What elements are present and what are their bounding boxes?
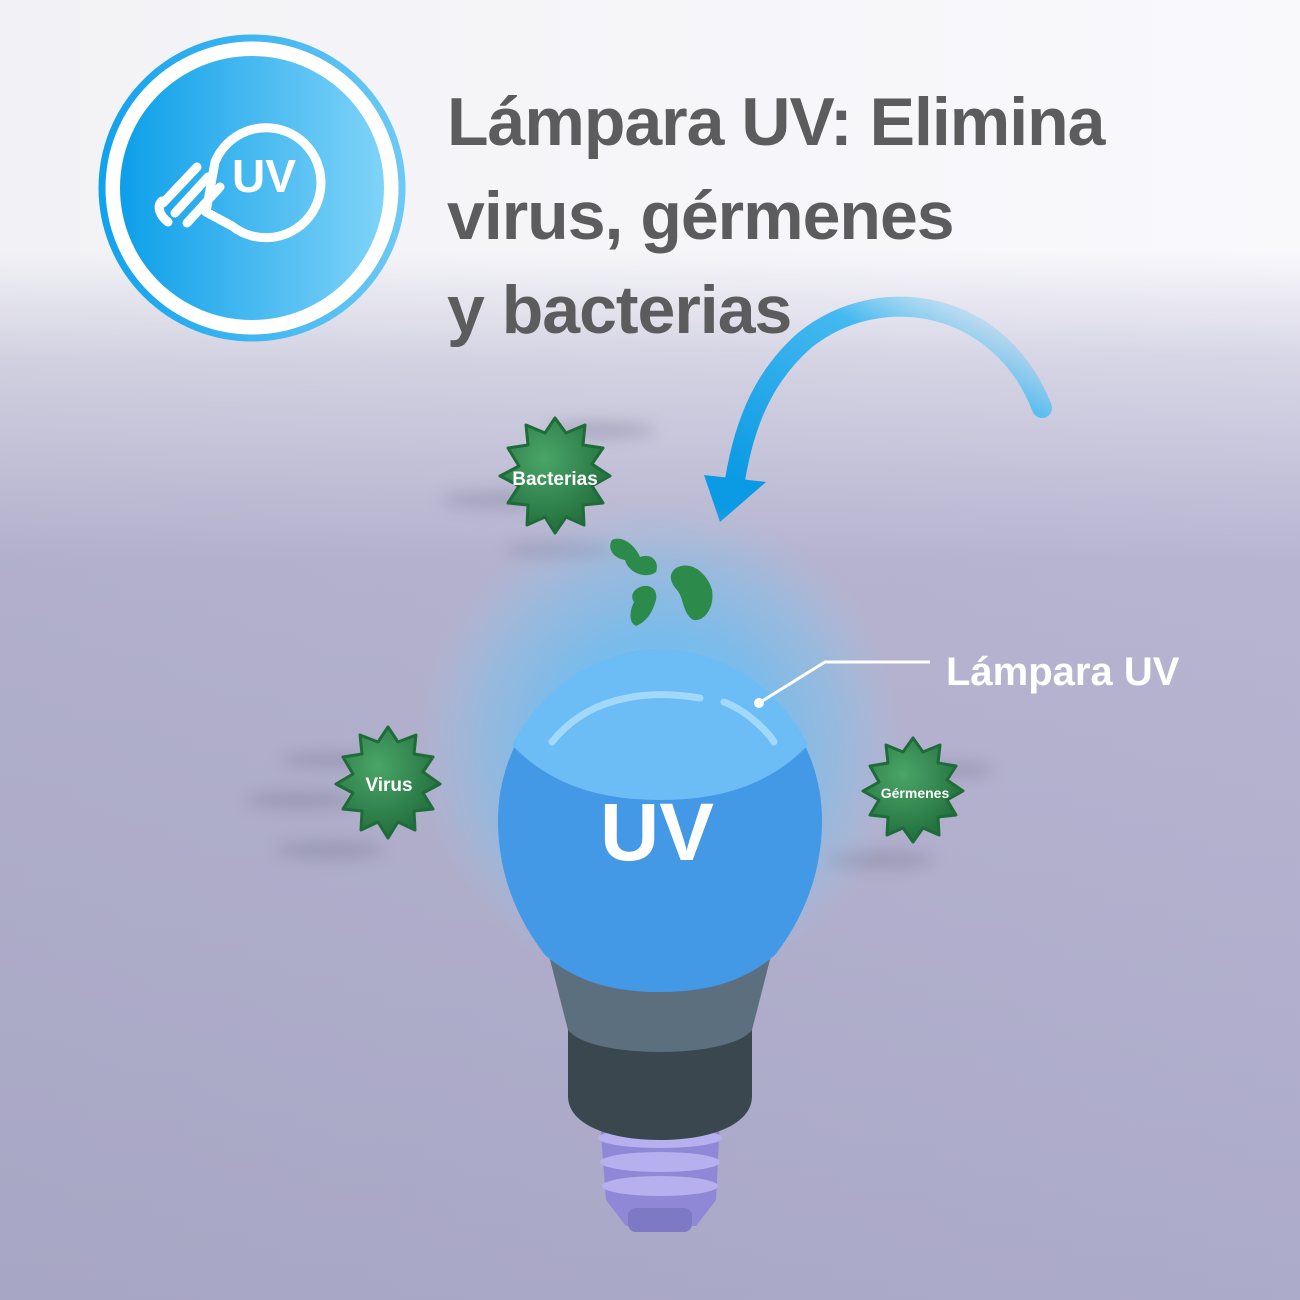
- lamp-callout: Lámpara UV: [754, 650, 1180, 708]
- microbe-fragments: [610, 538, 713, 626]
- callout-label: Lámpara UV: [946, 650, 1180, 694]
- title-line-3: y bacterias: [447, 272, 792, 348]
- curved-arrow: [704, 296, 1052, 522]
- badge-disc: [120, 56, 384, 320]
- uv-badge: UV: [98, 34, 406, 342]
- uv-bulb: UV: [498, 650, 822, 1232]
- bacterias-label: Bacterias: [512, 469, 598, 490]
- page-title: Lámpara UV: Elimina virus, gérmenes y ba…: [447, 75, 1267, 357]
- badge-uv-text: UV: [232, 150, 296, 202]
- virus-label: Virus: [365, 775, 412, 796]
- bacterias-microbe: Bacterias: [498, 416, 612, 535]
- bulb-collar-dark: [568, 1020, 752, 1140]
- title-line-1: Lámpara UV: Elimina: [447, 84, 1105, 160]
- germenes-label: Gérmenes: [881, 785, 950, 801]
- title-line-2: virus, gérmenes: [447, 178, 955, 254]
- bulb-glass-highlight: [512, 650, 808, 800]
- bulb-uv-text: UV: [600, 787, 714, 878]
- germenes-microbe: Gérmenes: [861, 736, 965, 844]
- uv-bulb-icon: [154, 123, 326, 243]
- virus-microbe: Virus: [334, 725, 442, 840]
